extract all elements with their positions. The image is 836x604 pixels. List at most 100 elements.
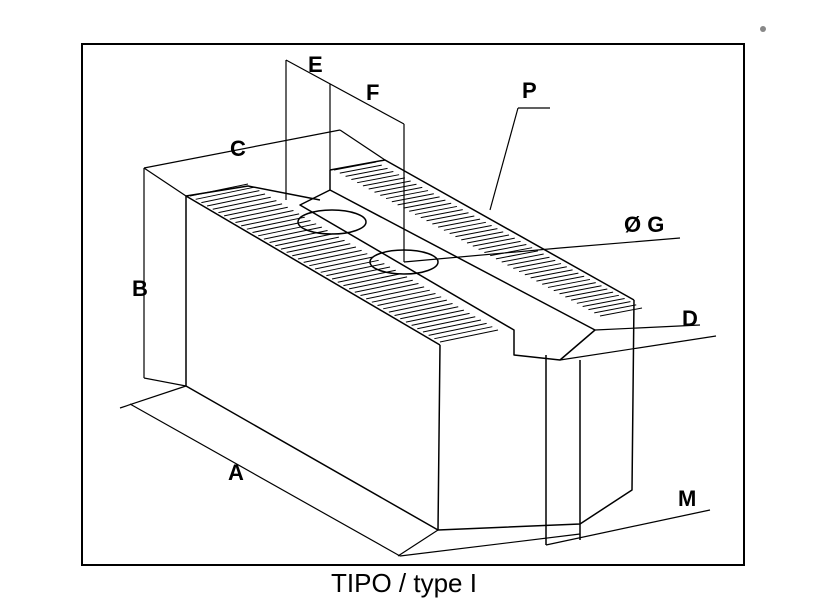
left-tooth-line xyxy=(195,186,254,200)
right-tooth-line xyxy=(403,199,446,209)
right-tooth-line xyxy=(461,231,504,241)
right-tooth-line xyxy=(339,164,382,174)
right-tooth-line xyxy=(357,174,400,184)
left-tooth-line xyxy=(348,276,408,290)
dim-c-ext xyxy=(339,129,386,161)
dim-d-line xyxy=(559,335,717,361)
right-tooth-line xyxy=(449,224,492,234)
right-tooth-line xyxy=(333,161,377,171)
left-tooth-line xyxy=(292,243,351,257)
right-tooth-line xyxy=(507,256,550,266)
right-tooth-line xyxy=(524,266,567,276)
left-tooth-line xyxy=(434,326,493,340)
dim-g-leader xyxy=(403,247,561,263)
left-tooth-line xyxy=(297,246,357,260)
right-teeth-front-edge xyxy=(329,170,596,331)
right-tooth-line xyxy=(582,297,625,307)
front-face xyxy=(437,299,635,531)
right-tooth-line xyxy=(501,253,544,263)
right-tooth-line xyxy=(443,221,486,231)
right-tooth-line xyxy=(420,209,463,219)
dim-d-ext xyxy=(594,324,701,331)
left-tooth-line xyxy=(206,193,266,207)
right-tooth-line xyxy=(547,278,591,288)
right-tooth-line xyxy=(495,250,539,260)
dim-p-leader xyxy=(489,107,519,211)
left-tooth-line xyxy=(275,233,334,247)
right-tooth-line xyxy=(455,228,498,238)
left-tooth-line xyxy=(280,236,340,250)
left-tooth-line xyxy=(246,216,305,230)
label-d: D xyxy=(682,306,698,331)
right-tooth-line xyxy=(570,291,614,301)
left-tooth-line xyxy=(388,299,447,313)
dim-a-line xyxy=(129,403,401,557)
left-tooth-line xyxy=(201,190,260,204)
left-tooth-line xyxy=(331,266,391,280)
left-tooth-line xyxy=(405,309,465,323)
right-tooth-line xyxy=(478,240,521,250)
left-tooth-line xyxy=(303,249,362,263)
left-tooth-line xyxy=(337,269,396,283)
right-tooth-line xyxy=(559,285,602,295)
right-tooth-line xyxy=(536,272,579,282)
right-tooth-line xyxy=(518,263,562,273)
right-tooth-line xyxy=(542,275,585,285)
right-tooth-line xyxy=(385,190,429,200)
left-tooth-line xyxy=(366,286,425,300)
right-tooth-line xyxy=(472,237,515,247)
left-tooth-line xyxy=(252,220,311,233)
right-tooth-line xyxy=(576,294,619,304)
left-tooth-line xyxy=(235,210,294,224)
left-tooth-line xyxy=(223,203,283,217)
left-tooth-line xyxy=(309,253,368,267)
left-tooth-line xyxy=(258,223,317,237)
right-tooth-line xyxy=(345,167,388,177)
left-side-face xyxy=(185,196,439,531)
center-groove xyxy=(299,189,596,361)
label-g: Ø G xyxy=(624,212,664,237)
right-tooth-line xyxy=(391,193,434,203)
right-tooth-line xyxy=(594,304,637,314)
left-teeth-front-edge xyxy=(185,195,441,346)
dim-a-ext-2 xyxy=(397,529,439,557)
left-tooth-line xyxy=(218,200,277,214)
left-tooth-line xyxy=(189,183,249,197)
left-tooth-line xyxy=(269,229,328,243)
right-tooth-line xyxy=(553,282,596,292)
right-tooth-line xyxy=(513,259,556,269)
drawing-frame xyxy=(81,43,745,566)
dim-g-line xyxy=(559,237,681,249)
left-tooth-line xyxy=(400,306,459,320)
scan-speck xyxy=(760,26,766,32)
label-m: M xyxy=(678,486,696,511)
left-tooth-line xyxy=(263,226,322,240)
left-tooth-line xyxy=(360,283,419,297)
label-b: B xyxy=(132,276,148,301)
right-tooth-line xyxy=(414,205,458,215)
left-tooth-line xyxy=(212,196,271,210)
right-tooth-line xyxy=(484,244,527,254)
left-tooth-line xyxy=(394,302,453,316)
left-tooth-line xyxy=(286,239,345,253)
dim-a-far xyxy=(399,533,581,557)
left-tooth-line xyxy=(422,319,482,333)
right-tooth-line xyxy=(374,183,417,193)
diagram-caption: TIPO / type I xyxy=(331,568,477,598)
label-c: C xyxy=(230,136,246,161)
right-tooth-line xyxy=(397,196,440,206)
label-e: E xyxy=(308,52,323,77)
right-tooth-line xyxy=(380,186,423,196)
right-tooth-line xyxy=(437,218,481,228)
left-tooth-line xyxy=(326,263,385,277)
dim-b-ext-bot xyxy=(143,377,187,387)
left-tooth-line xyxy=(343,273,402,287)
label-a: A xyxy=(228,460,244,485)
dim-e-line xyxy=(285,59,405,125)
label-f: F xyxy=(366,80,379,105)
label-p: P xyxy=(522,78,537,103)
right-tooth-line xyxy=(432,215,475,225)
dim-c-line xyxy=(143,129,341,169)
right-tooth-line xyxy=(530,269,573,279)
